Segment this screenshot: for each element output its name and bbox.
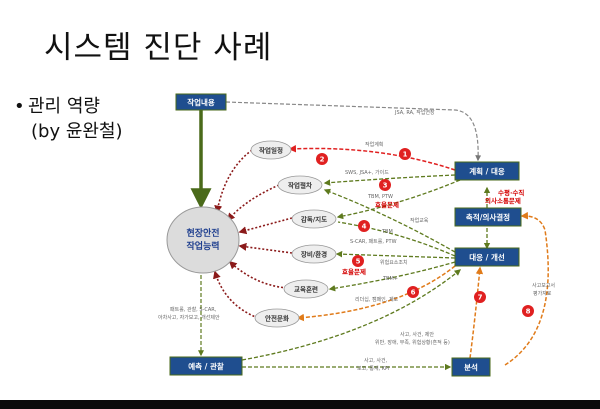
node-supervision: 감독/지도 [291,209,337,229]
node-supervision-label: 감독/지도 [301,215,327,224]
edge-respond-to-equipment [335,250,456,259]
box-predict-label: 예측 / 관찰 [188,361,224,371]
node-permit: 작업절차 [277,175,323,195]
node-education: 교육훈련 [283,279,329,299]
note-top: JSA, RA, 작업연장 [394,109,435,116]
note-comm1: 수평·수직 [498,188,524,197]
edge-education-to-core [228,260,288,289]
note-n6: TBM+ [382,276,398,282]
slide-title: 시스템 진단 사례 [44,30,273,66]
edge-analysis-to-accumulate [504,211,549,366]
box-plan-label: 계획 / 대응 [469,166,505,176]
node-schedule: 작업일정 [250,140,292,160]
edge-respond-to-supervision [337,221,456,257]
note-n4: 작업교육 [410,217,429,224]
step-7-label: 7 [478,294,483,302]
note-n3c: 효율문제 [375,200,399,209]
edge-work-to-plan [225,101,482,162]
edge-equipment-to-core [238,242,293,254]
edge-notes: JSA, RA, 작업연장 작업계획 SWS, JSA+, 가이드 TBM, P… [158,109,555,372]
note-n3b: TBM, PTW [367,194,393,200]
node-equipment: 장비/환경 [291,244,337,264]
edge-respond-to-education [328,261,456,292]
note-n4b: TBM [381,229,393,235]
step-8-label: 8 [526,308,531,316]
note-report1: 사고보고서 [532,282,555,289]
box-analysis-label: 분석 [464,362,478,372]
step-3-label: 3 [383,182,388,190]
bottom-bar [0,400,600,409]
edge-permit-to-core [226,184,280,222]
box-respond-label: 대응 / 개선 [469,252,505,262]
step-circle-5: 5 [352,255,364,267]
note-report2: 평가자료 [533,290,552,297]
note-n1: 작업계획 [365,141,383,148]
box-accumulate: 축적/의사결정 [454,207,522,227]
node-to-core-edges [213,149,293,319]
note-n6b: 리더십, 캠페인, 제도 [355,296,399,303]
node-education-label: 교육훈련 [294,285,318,294]
edge-respond-to-culture [296,265,456,322]
bullet-sub: (by 윤완철) [31,121,123,142]
bullet-dot: • [14,96,25,117]
step-2-label: 2 [320,156,325,164]
step-circle-7: 7 [474,291,486,303]
box-accumulate-label: 축적/의사결정 [466,212,510,222]
bullet-main: 관리 역량 [28,96,100,117]
step-circles: 1 2 3 4 5 6 7 8 [316,148,534,317]
box-work-content: 작업내용 [175,93,227,111]
node-permit-label: 작업절차 [288,181,312,190]
step-circle-2: 2 [316,153,328,165]
step-circle-8: 8 [522,305,534,317]
box-work-content-label: 작업내용 [187,97,215,107]
note-mid1: 사고, 사건, 제안 [400,331,434,338]
step-circle-4: 4 [358,220,370,232]
step-6-label: 6 [411,289,416,297]
edge-plan-to-schedule [288,144,456,171]
step-circle-1: 1 [399,148,411,160]
node-safety-culture: 안전문화 [254,308,300,328]
bullet-text: •관리 역량 (by 윤완철) [14,94,123,144]
step-circle-3: 3 [379,179,391,191]
edge-analysis-to-respond [469,266,484,359]
note-n5c: 효율문제 [342,267,366,276]
box-respond: 대응 / 개선 [454,247,520,267]
green-edges [323,174,491,292]
box-analysis: 분석 [451,357,491,377]
edge-plan-to-supervision [336,179,461,220]
edge-plan-to-permit [323,174,456,186]
box-plan: 계획 / 대응 [454,161,520,181]
edge-respond-to-permit [323,188,456,253]
edge-culture-to-core [213,270,259,319]
note-left1: 패트롤, 관찰, S-CAR, [170,306,217,313]
edge-schedule-to-core [214,149,253,214]
note-n3: SWS, JSA+, 가이드 [345,169,389,176]
edge-predict-to-respond [241,269,462,361]
box-predict: 예측 / 관찰 [169,356,243,376]
note-n5: S-CAR, 패트롤, PTW [350,238,397,245]
note-bottom1: 사고, 사건, [364,357,388,364]
step-4-label: 4 [362,223,367,231]
core-line1: 현장안전 [186,227,219,239]
note-bottom2: 보고, 통계, KPI [357,365,390,372]
note-mid2: 위반, 장애, 부족, 위험상황(흔적 등) [375,339,450,346]
note-comm2: 의사소통문제 [485,196,521,205]
core-line2: 작업능력 [186,240,219,252]
node-safety-culture-label: 안전문화 [265,314,289,323]
node-equipment-label: 장비/환경 [301,250,327,259]
node-schedule-label: 작업일정 [259,146,283,155]
edge-supervision-to-core [238,217,293,235]
step-circle-6: 6 [407,286,419,298]
step-1-label: 1 [403,151,408,159]
note-n5b: 위험요소조치 [380,259,408,266]
step-5-label: 5 [356,258,361,266]
core-ellipse [166,206,240,274]
note-left2: 아차사고, 자가보고, 개선제안 [158,314,220,321]
